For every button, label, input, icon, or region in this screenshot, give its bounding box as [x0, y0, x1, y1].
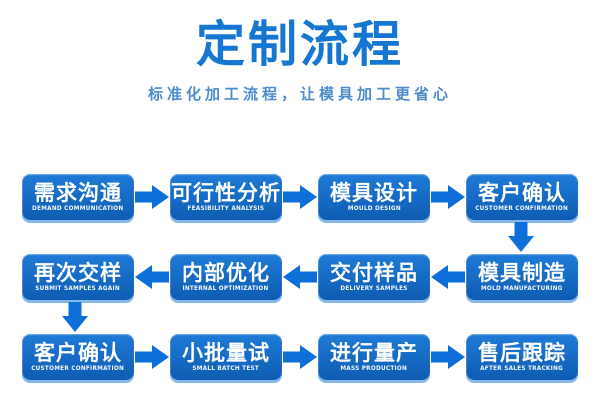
node-subtitle: SUBMIT SAMPLES AGAIN [35, 284, 121, 292]
node-title: 内部优化 [182, 260, 270, 285]
node-title: 进行量产 [330, 340, 418, 365]
node-subtitle: SMALL BATCH TEST [192, 364, 260, 372]
arrow-down-icon [62, 302, 88, 332]
flow-node-submit-samples-again: 再次交样 SUBMIT SAMPLES AGAIN [22, 254, 134, 300]
flow-node-demand-communication: 需求沟通 DEMAND COMMUNICATION [22, 174, 134, 220]
flow-node-after-sales-tracking: 售后跟踪 AFTER SALES TRACKING [466, 334, 578, 380]
arrow-right-icon [135, 345, 169, 369]
flow-node-delivery-samples: 交付样品 DELIVERY SAMPLES [318, 254, 430, 300]
flow-node-internal-optimization: 内部优化 INTERNAL OPTIMIZATION [170, 254, 282, 300]
node-title: 可行性分析 [171, 180, 281, 205]
node-subtitle: MASS PRODUCTION [340, 364, 408, 372]
node-title: 模具制造 [478, 260, 566, 285]
flow-node-feasibility-analysis: 可行性分析 FEASIBILITY ANALYSIS [170, 174, 282, 220]
arrow-right-icon [431, 345, 465, 369]
flow-node-small-batch-test: 小批量试 SMALL BATCH TEST [170, 334, 282, 380]
node-subtitle: AFTER SALES TRACKING [480, 364, 564, 372]
arrow-right-icon [283, 345, 317, 369]
node-subtitle: MOULD DESIGN [347, 204, 401, 212]
flow-row-2: 再次交样 SUBMIT SAMPLES AGAIN 内部优化 INTERNAL … [22, 254, 578, 300]
flow-node-customer-confirmation-2: 客户确认 CUSTOMER CONFIRMATION [22, 334, 134, 380]
arrow-left-icon [283, 265, 317, 289]
arrow-right-icon [283, 185, 317, 209]
node-title: 售后跟踪 [478, 340, 566, 365]
node-subtitle: DEMAND COMMUNICATION [32, 204, 124, 212]
node-subtitle: FEASIBILITY ANALYSIS [187, 204, 265, 212]
header: 定制流程 标准化加工流程，让模具加工更省心 [0, 0, 600, 103]
node-subtitle: MOLD MANUFACTURING [481, 284, 563, 292]
flow-node-mass-production: 进行量产 MASS PRODUCTION [318, 334, 430, 380]
node-title: 交付样品 [330, 260, 418, 285]
node-title: 需求沟通 [34, 180, 122, 205]
node-subtitle: DELIVERY SAMPLES [340, 284, 408, 292]
page-subtitle: 标准化加工流程，让模具加工更省心 [147, 85, 452, 103]
node-title: 小批量试 [182, 340, 270, 365]
flow-node-customer-confirmation-1: 客户确认 CUSTOMER CONFIRMATION [466, 174, 578, 220]
node-subtitle: INTERNAL OPTIMIZATION [182, 284, 270, 292]
flow-node-mould-design: 模具设计 MOULD DESIGN [318, 174, 430, 220]
arrow-left-icon [431, 265, 465, 289]
flow-row-3: 客户确认 CUSTOMER CONFIRMATION 小批量试 SMALL BA… [22, 334, 578, 380]
arrow-left-icon [135, 265, 169, 289]
node-title: 再次交样 [34, 260, 122, 285]
flow-node-mold-manufacturing: 模具制造 MOLD MANUFACTURING [466, 254, 578, 300]
flow-row-1: 需求沟通 DEMAND COMMUNICATION 可行性分析 FEASIBIL… [22, 174, 578, 220]
node-subtitle: CUSTOMER CONFIRMATION [31, 364, 125, 372]
page-title: 定制流程 [195, 16, 404, 73]
arrow-right-icon [431, 185, 465, 209]
arrow-right-icon [135, 185, 169, 209]
node-title: 客户确认 [478, 180, 566, 205]
node-subtitle: CUSTOMER CONFIRMATION [475, 204, 569, 212]
arrow-down-icon [508, 222, 534, 252]
node-title: 模具设计 [330, 180, 418, 205]
node-title: 客户确认 [34, 340, 122, 365]
